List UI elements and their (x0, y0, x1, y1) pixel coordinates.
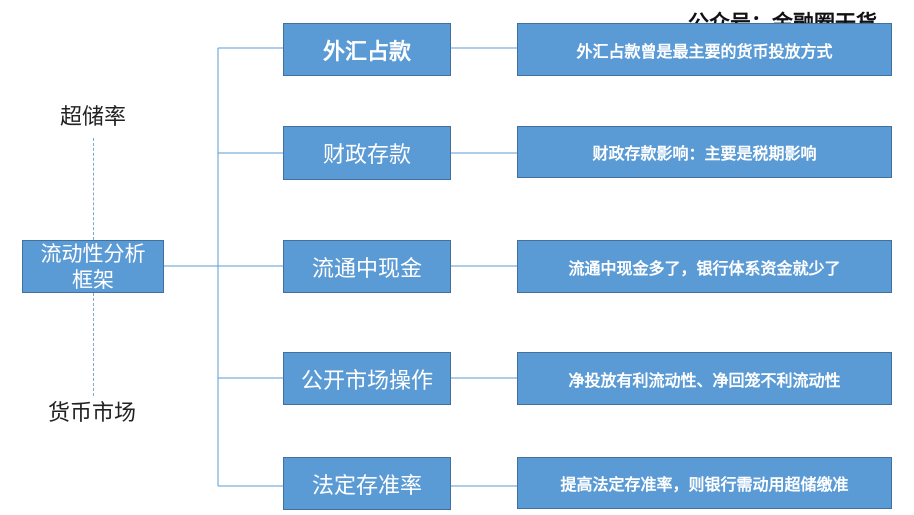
factor-box: 外汇占款 (283, 23, 451, 76)
root-node-line2: 框架 (72, 267, 114, 292)
root-node-line1: 流动性分析 (40, 241, 146, 266)
factor-note: 提高法定存准率，则银行需动用超储缴准 (517, 457, 892, 509)
factor-note: 净投放有利流动性、净回笼不利流动性 (517, 352, 892, 405)
factor-box: 公开市场操作 (283, 352, 451, 405)
factor-note: 外汇占款曾是最主要的货币投放方式 (517, 23, 892, 76)
side-label-bottom: 货币市场 (48, 401, 137, 426)
side-label-top: 超储率 (60, 105, 127, 130)
factor-note: 财政存款影响：主要是税期影响 (517, 126, 892, 178)
factor-note: 流通中现金多了，银行体系资金就少了 (517, 240, 892, 293)
root-node: 流动性分析 框架 (22, 240, 164, 293)
factor-box: 法定存准率 (283, 457, 451, 510)
factor-box: 财政存款 (283, 126, 451, 180)
dashed-divider-bottom (93, 293, 94, 396)
dashed-divider-top (93, 138, 94, 240)
factor-box: 流通中现金 (283, 240, 451, 293)
